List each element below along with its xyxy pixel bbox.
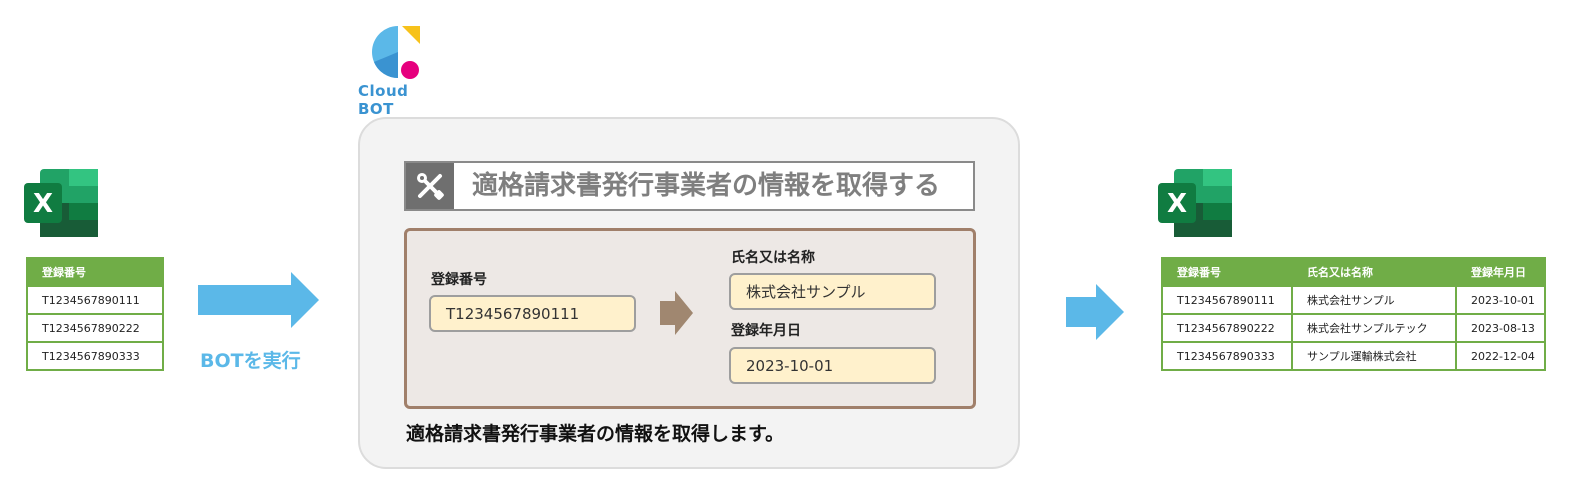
output-table-header: 氏名又は名称 <box>1291 257 1457 287</box>
name-label: 氏名又は名称 <box>731 250 815 266</box>
tools-icon <box>406 163 454 209</box>
output-table-header: 登録番号 <box>1161 257 1293 287</box>
output-table-header: 登録年月日 <box>1455 257 1546 287</box>
cloudbot-logo: Cloud BOT <box>358 22 448 118</box>
table-cell: T1234567890222 <box>26 313 164 343</box>
table-cell: 2023-10-01 <box>1455 285 1546 315</box>
cloudbot-logo-text: Cloud BOT <box>358 82 409 118</box>
table-cell: 2022-12-04 <box>1455 341 1546 371</box>
registration-date-field[interactable]: 2023-10-01 <box>729 347 936 384</box>
table-cell: T1234567890222 <box>1161 313 1293 343</box>
registration-number-field[interactable]: T1234567890111 <box>429 295 636 332</box>
table-row: T1234567890111 株式会社サンプル 2023-10-01 <box>1161 285 1546 315</box>
table-row: T1234567890222 株式会社サンプルテック 2023-08-13 <box>1161 313 1546 343</box>
output-table: 登録番号 氏名又は名称 登録年月日 T1234567890111 株式会社サンプ… <box>1161 257 1546 371</box>
input-table: 登録番号 T1234567890111 T1234567890222 T1234… <box>26 257 164 371</box>
table-cell: T1234567890111 <box>1161 285 1293 315</box>
action-title: 適格請求書発行事業者の情報を取得する <box>472 171 941 201</box>
table-cell: 株式会社サンプル <box>1291 285 1457 315</box>
table-cell: T1234567890333 <box>1161 341 1293 371</box>
run-bot-label: BOTを実行 <box>200 350 301 372</box>
name-field[interactable]: 株式会社サンプル <box>729 273 936 310</box>
arrow-right-icon <box>198 272 320 328</box>
table-cell: T1234567890333 <box>26 341 164 371</box>
svg-text:X: X <box>33 189 53 219</box>
table-cell: サンプル運輸株式会社 <box>1291 341 1457 371</box>
excel-icon-left: X <box>24 167 100 239</box>
action-caption: 適格請求書発行事業者の情報を取得します。 <box>406 423 785 445</box>
excel-icon-right: X <box>1158 167 1234 239</box>
input-table-header: 登録番号 <box>26 257 164 287</box>
registration-number-label: 登録番号 <box>431 272 487 288</box>
action-title-box: 適格請求書発行事業者の情報を取得する <box>404 161 975 211</box>
table-row: T1234567890333 サンプル運輸株式会社 2022-12-04 <box>1161 341 1546 371</box>
arrow-right-icon <box>1066 284 1124 340</box>
arrow-right-icon <box>660 291 693 335</box>
table-cell: 株式会社サンプルテック <box>1291 313 1457 343</box>
table-cell: T1234567890111 <box>26 285 164 315</box>
table-cell: 2023-08-13 <box>1455 313 1546 343</box>
svg-text:X: X <box>1167 189 1187 219</box>
registration-date-label: 登録年月日 <box>731 323 801 339</box>
